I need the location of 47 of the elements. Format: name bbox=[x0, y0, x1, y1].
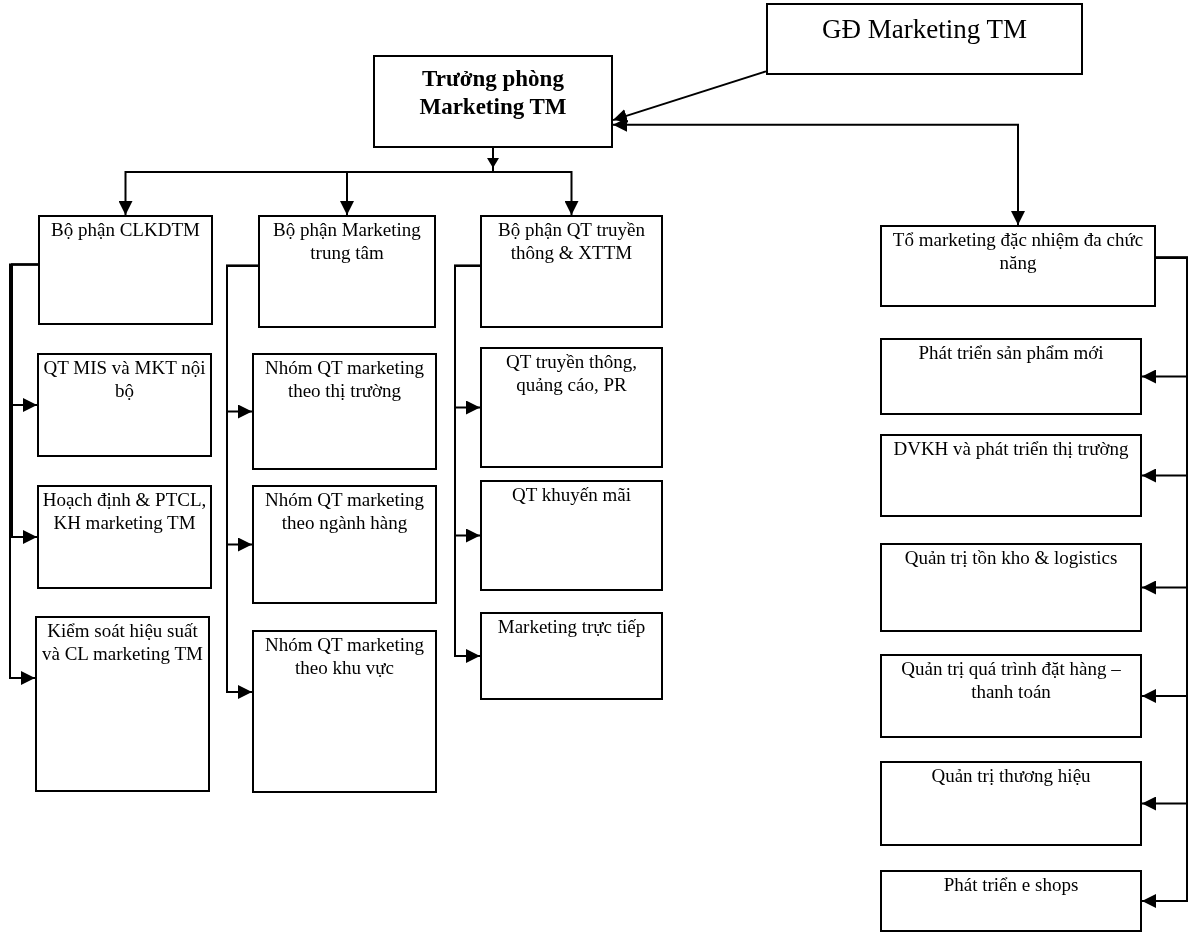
org-box bbox=[258, 215, 436, 328]
box-label: Phát triển e shops bbox=[943, 874, 1079, 897]
arrow bbox=[612, 70, 767, 123]
org-box bbox=[38, 215, 213, 325]
arrow bbox=[11, 263, 39, 544]
box-label: Bộ phận CLKDTM bbox=[51, 219, 200, 242]
org-box bbox=[37, 353, 212, 457]
org-box bbox=[480, 612, 663, 700]
box-label: Kiểm soát hiệu suất và CL marketing TM bbox=[41, 620, 204, 666]
arrow bbox=[226, 264, 259, 699]
box-label: Quản trị quá trình đặt hàng – thanh toán bbox=[900, 658, 1122, 704]
org-box bbox=[880, 434, 1142, 517]
org-box bbox=[480, 480, 663, 591]
org-box bbox=[766, 3, 1083, 75]
org-box bbox=[880, 543, 1142, 632]
org-box bbox=[37, 485, 212, 589]
box-label: Tổ marketing đặc nhiệm đa chức năng bbox=[891, 229, 1145, 275]
org-box bbox=[35, 616, 210, 792]
box-label: Trưởng phòng Marketing TM bbox=[418, 65, 568, 121]
box-label: Bộ phận Marketing trung tâm bbox=[272, 219, 422, 265]
org-box bbox=[880, 225, 1156, 307]
arrow bbox=[454, 264, 481, 663]
box-label: GĐ Marketing TM bbox=[822, 13, 1027, 46]
box-label: Quản trị thương hiệu bbox=[931, 765, 1091, 788]
box-label: Nhóm QT marketing theo thị trường bbox=[264, 357, 425, 403]
box-label: Hoạch định & PTCL, KH marketing TM bbox=[41, 489, 208, 535]
box-label: Quản trị tồn kho & logistics bbox=[904, 547, 1118, 570]
box-label: QT khuyến mãi bbox=[512, 484, 631, 507]
box-label: QT truyền thông, quảng cáo, PR bbox=[504, 351, 639, 397]
box-label: Marketing trực tiếp bbox=[497, 616, 646, 639]
box-label: Nhóm QT marketing theo khu vực bbox=[264, 634, 425, 680]
org-box bbox=[480, 215, 663, 328]
box-label: DVKH và phát triển thị trường bbox=[893, 438, 1129, 461]
org-box bbox=[252, 485, 437, 604]
org-box bbox=[880, 761, 1142, 846]
org-box bbox=[252, 353, 437, 470]
box-label: Phát triển sản phẩm mới bbox=[918, 342, 1104, 365]
box-label: Nhóm QT marketing theo ngành hàng bbox=[264, 489, 425, 535]
box-label: Bộ phận QT truyền thông & XTTM bbox=[497, 219, 646, 265]
org-box bbox=[373, 55, 613, 148]
org-box bbox=[880, 654, 1142, 738]
arrow bbox=[9, 263, 39, 685]
org-box bbox=[480, 347, 663, 468]
box-label: QT MIS và MKT nội bộ bbox=[42, 357, 207, 403]
org-box bbox=[880, 870, 1142, 932]
org-box bbox=[252, 630, 437, 793]
org-box bbox=[880, 338, 1142, 415]
